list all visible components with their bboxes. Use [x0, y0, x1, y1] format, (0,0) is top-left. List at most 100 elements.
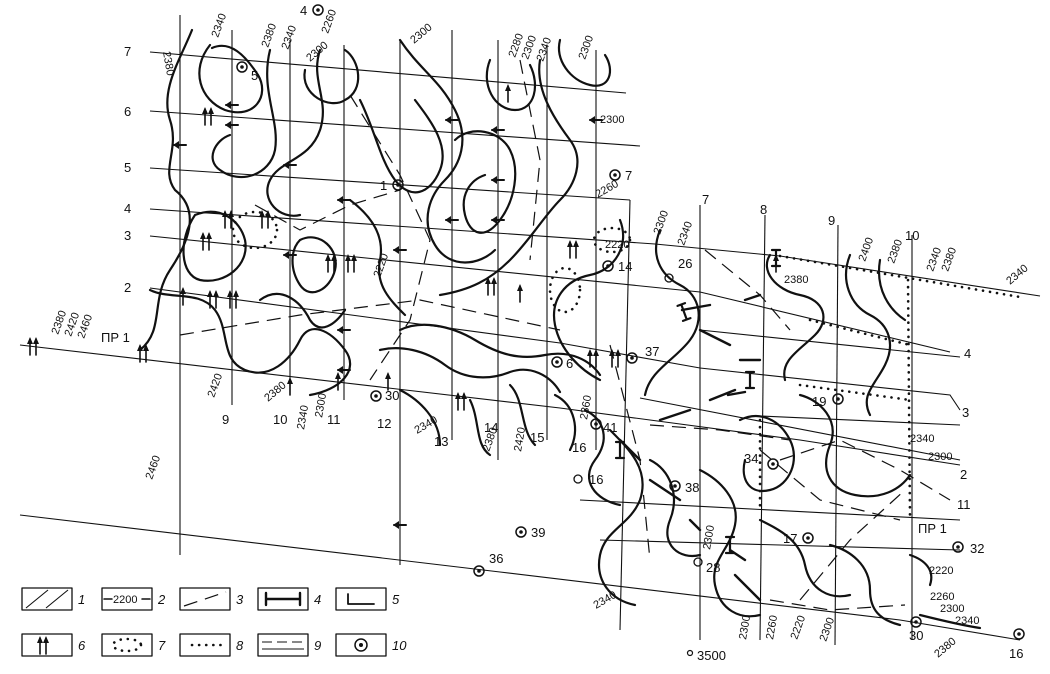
contour-label: 2340	[676, 220, 696, 247]
contour-label: 2380	[784, 274, 808, 286]
well-marker[interactable]: 1	[380, 178, 404, 193]
legend-item-1: 1	[21, 587, 85, 611]
contour-label: 2340	[592, 589, 619, 612]
well-marker[interactable]: 6	[551, 356, 573, 371]
legend-number: 8	[236, 638, 244, 653]
dashed-lines	[179, 59, 951, 611]
well-label: 30	[909, 628, 923, 643]
profile-label: 10	[905, 228, 919, 243]
contour-label: 2300	[600, 114, 624, 126]
well-marker[interactable]: 30	[909, 616, 923, 643]
contour-label: 2380	[160, 50, 176, 76]
legend-sample-2200: 2200	[113, 594, 137, 606]
well-marker[interactable]: 7	[609, 168, 632, 183]
profile-label: ПР 1	[918, 521, 947, 536]
legend-number: 4	[314, 592, 321, 607]
dotted-lines	[758, 254, 1022, 522]
well-marker[interactable]: 41	[590, 418, 617, 435]
fault-bars	[614, 248, 782, 602]
legend-item-2: 2200 2	[101, 587, 166, 611]
well-marker[interactable]: 38	[669, 480, 699, 495]
profile-label: 15	[530, 430, 544, 445]
legend-item-9: 9	[257, 633, 321, 657]
profile-label: 7	[702, 192, 709, 207]
contour-label: 2300	[928, 451, 952, 463]
profile-label: 7	[124, 44, 131, 59]
dotted-areas	[231, 210, 632, 314]
vertical-profile-lines	[179, 15, 913, 646]
contour-label: 2220	[789, 614, 809, 641]
well-label: 5	[251, 68, 258, 83]
contour-label: 2380	[886, 238, 906, 265]
profile-label: 12	[377, 416, 391, 431]
well-marker[interactable]: 39	[515, 525, 545, 540]
legend: 1 2200 2 3 4 5 6	[21, 587, 407, 657]
contour-label: 2340	[210, 12, 230, 39]
contour-label: 2300	[818, 616, 838, 643]
well-label: 16	[589, 472, 603, 487]
well-marker[interactable]: 16	[573, 472, 603, 487]
well-marker[interactable]: 37	[626, 344, 659, 364]
contour-label: 2380	[262, 379, 288, 404]
well-label: 37	[645, 344, 659, 359]
well-label: 39	[531, 525, 545, 540]
contour-label: 2260	[764, 614, 780, 640]
well-marker[interactable]: 4	[300, 3, 324, 18]
contour-label: 2300	[652, 209, 672, 236]
well-label: 26	[678, 256, 692, 271]
well-marker[interactable]: 34	[744, 451, 779, 470]
well-marker[interactable]: 28	[693, 557, 720, 575]
profile-label: 5	[124, 160, 131, 175]
legend-number: 5	[392, 592, 400, 607]
point-3500-label: 3500	[697, 648, 726, 663]
profile-label: 9	[222, 412, 229, 427]
legend-item-6: 6	[21, 633, 86, 657]
well-marker[interactable]: 19	[812, 393, 844, 409]
well-marker[interactable]: 17	[783, 531, 814, 546]
contour-label: 2340	[295, 404, 311, 430]
contour-label: 2300	[577, 34, 597, 61]
contour-label: 2220	[929, 565, 953, 577]
well-label: 41	[603, 420, 617, 435]
legend-item-5: 5	[335, 587, 400, 611]
well-label: 1	[380, 178, 387, 193]
legend-number: 1	[78, 592, 85, 607]
legend-number: 3	[236, 592, 244, 607]
point-3500[interactable]: 3500	[686, 648, 726, 663]
boundary-ticks	[172, 100, 603, 530]
well-label: 14	[618, 259, 632, 274]
profile-label: 10	[273, 412, 287, 427]
well-label: 30	[385, 388, 399, 403]
well-marker[interactable]: 30	[370, 388, 399, 403]
legend-number: 10	[392, 638, 407, 653]
contour-label: 2360	[578, 394, 594, 420]
contour-label: 2340	[280, 24, 300, 51]
contour-label: 2380	[260, 22, 280, 49]
legend-number: 9	[314, 638, 321, 653]
contour-label: 2380	[932, 635, 958, 660]
contour-label: 2260	[930, 591, 954, 603]
profile-label: ПР 1	[101, 330, 130, 345]
contour-label: 2420	[512, 426, 528, 452]
profile-label: 2	[960, 467, 967, 482]
profile-label: 3	[962, 405, 969, 420]
legend-item-4: 4	[257, 587, 321, 611]
profile-label: 4	[964, 346, 971, 361]
contour-label: 2400	[857, 236, 877, 263]
well-label: 19	[812, 394, 826, 409]
contour-label: 2340	[910, 433, 934, 445]
contour-label: 2340	[955, 615, 979, 627]
well-marker[interactable]: 36	[473, 551, 503, 577]
well-marker[interactable]: 5	[236, 61, 258, 83]
well-marker[interactable]: 26	[664, 256, 692, 283]
profile-label: 13	[434, 434, 448, 449]
well-marker[interactable]: 32	[952, 541, 984, 556]
well-label: 28	[706, 560, 720, 575]
well-label: 32	[970, 541, 984, 556]
well-marker[interactable]: 16	[1009, 628, 1025, 661]
well-marker[interactable]: 14	[602, 259, 632, 274]
profile-label: 16	[572, 440, 586, 455]
profile-label: 8	[760, 202, 767, 217]
legend-number: 7	[158, 638, 166, 653]
